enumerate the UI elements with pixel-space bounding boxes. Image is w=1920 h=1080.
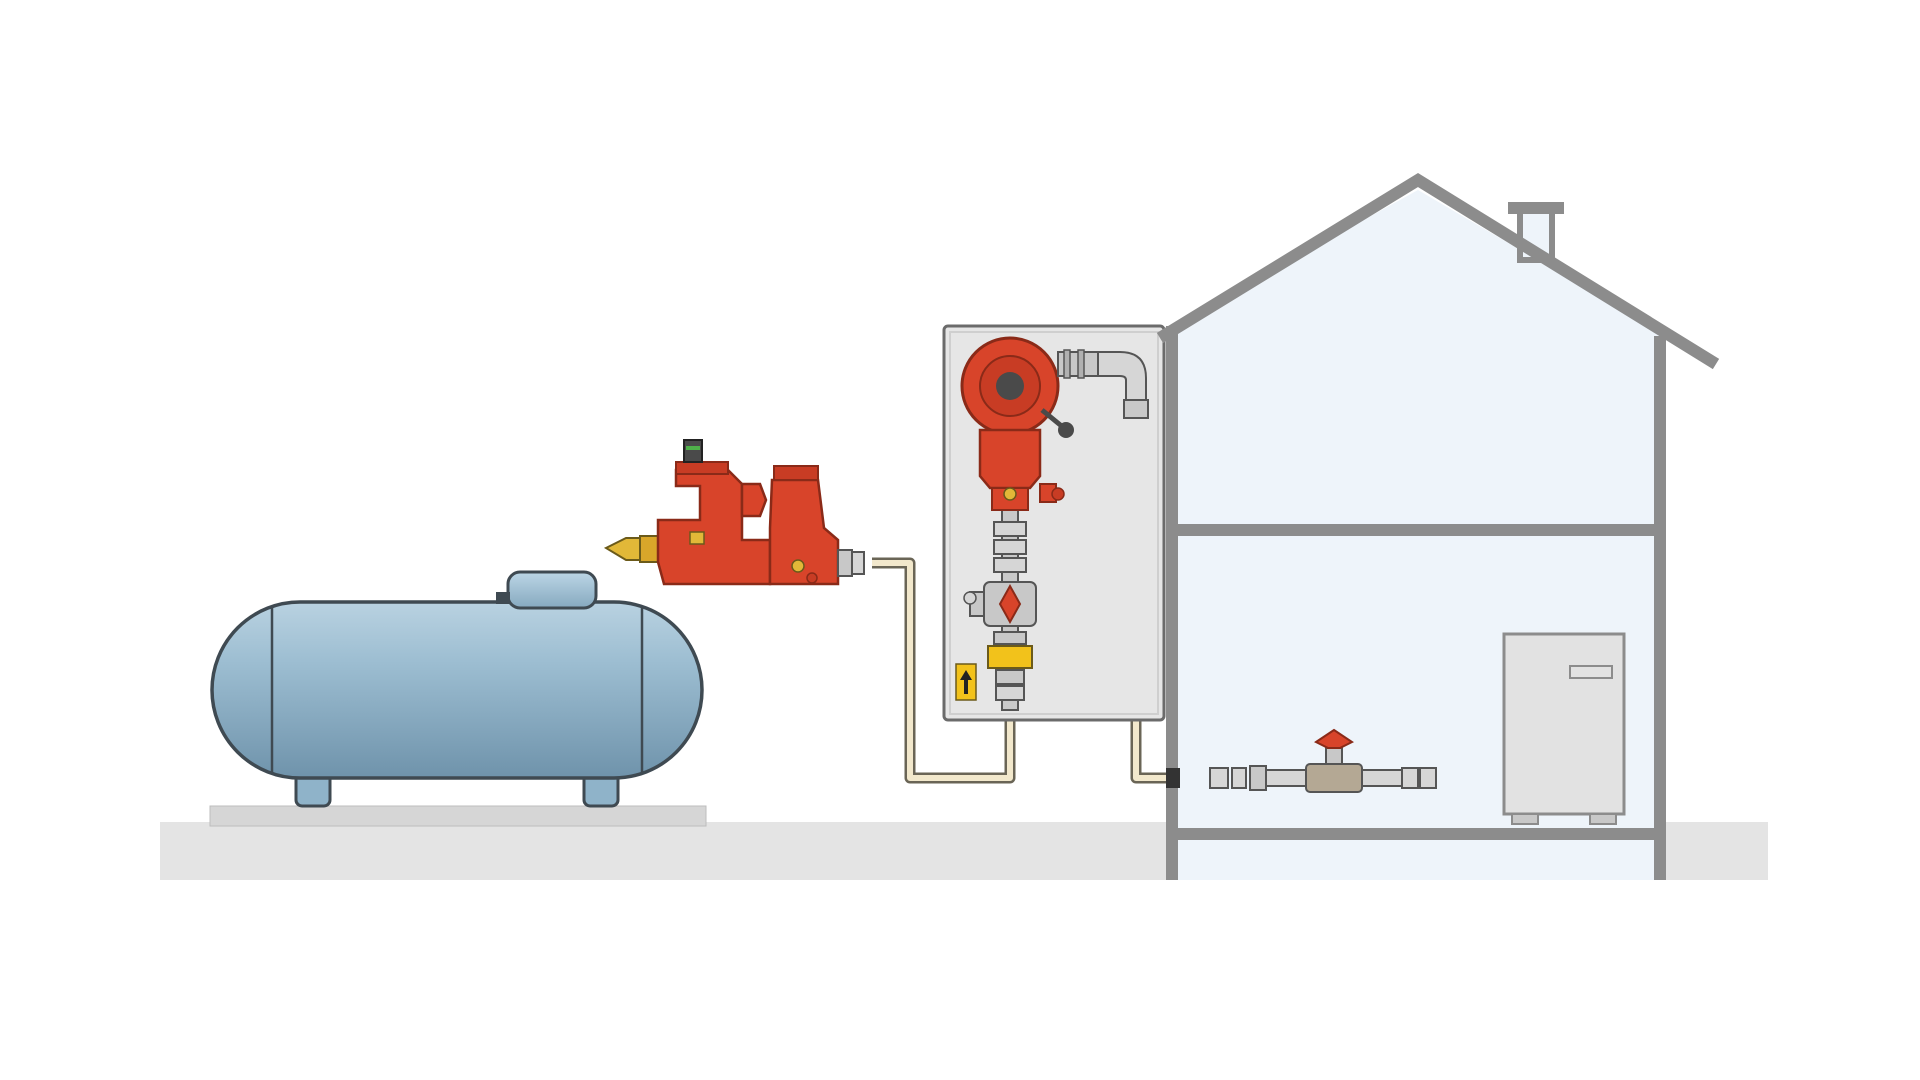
supply-pipe-outdoor	[872, 557, 1016, 784]
cabinet-fittings	[993, 521, 1027, 573]
shutoff-valve-icon	[963, 581, 1037, 627]
gas-appliance-icon	[1502, 632, 1626, 825]
indoor-valve-assembly	[1209, 728, 1437, 793]
tank-pad	[209, 805, 707, 827]
second-stage-regulator-icon	[960, 336, 1149, 511]
wall-sleeve	[1166, 768, 1180, 788]
cabinet-brass-fitting	[987, 631, 1033, 701]
up-arrow-icon	[955, 663, 977, 701]
lpg-storage-tank-icon	[210, 570, 704, 808]
first-stage-regulator-icon	[603, 439, 865, 586]
